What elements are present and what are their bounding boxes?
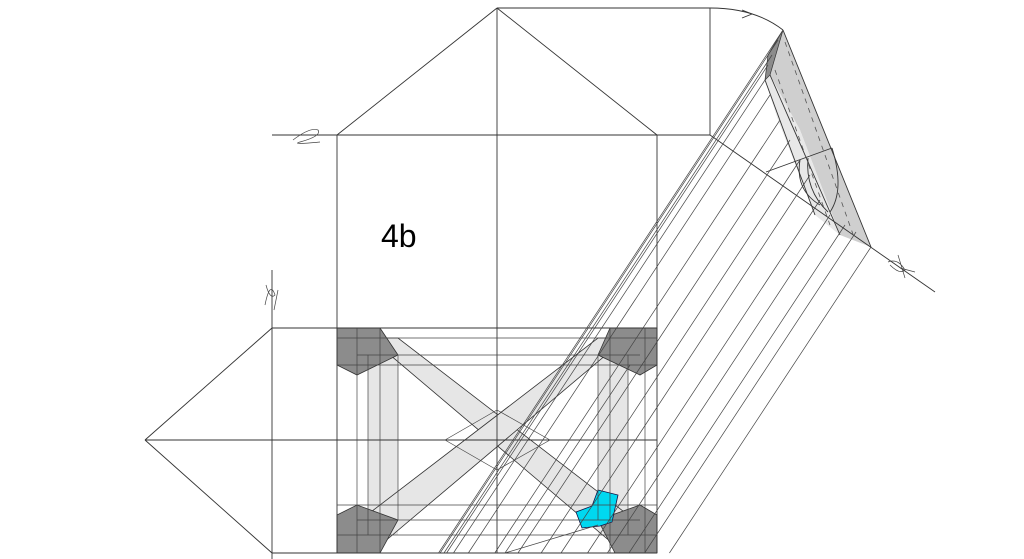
axis-mark-icon xyxy=(292,129,321,144)
projection-line xyxy=(644,231,857,554)
auxiliary-view xyxy=(438,7,936,554)
projection-lines xyxy=(438,29,872,554)
axis-marks xyxy=(264,129,916,311)
axis-mark-icon xyxy=(887,254,916,279)
projection-line xyxy=(587,199,821,554)
projection-line xyxy=(439,39,779,554)
arrow-icon xyxy=(741,9,754,19)
side-view-fills xyxy=(764,29,871,247)
projection-line xyxy=(453,79,766,554)
projection-line xyxy=(446,64,769,554)
projection-line xyxy=(628,224,846,554)
front-view xyxy=(144,7,711,559)
projection-line xyxy=(443,54,773,554)
projection-line xyxy=(438,29,784,554)
projection-line xyxy=(517,139,791,554)
x-bands xyxy=(349,337,646,549)
projection-line xyxy=(468,94,771,554)
projection-line xyxy=(540,159,801,554)
projection-line xyxy=(494,119,781,554)
axis-mark-icon xyxy=(264,284,279,311)
projection-line xyxy=(560,174,811,554)
view-label: 4b xyxy=(381,218,417,254)
projection-line xyxy=(607,214,831,554)
projection-line xyxy=(669,246,872,554)
